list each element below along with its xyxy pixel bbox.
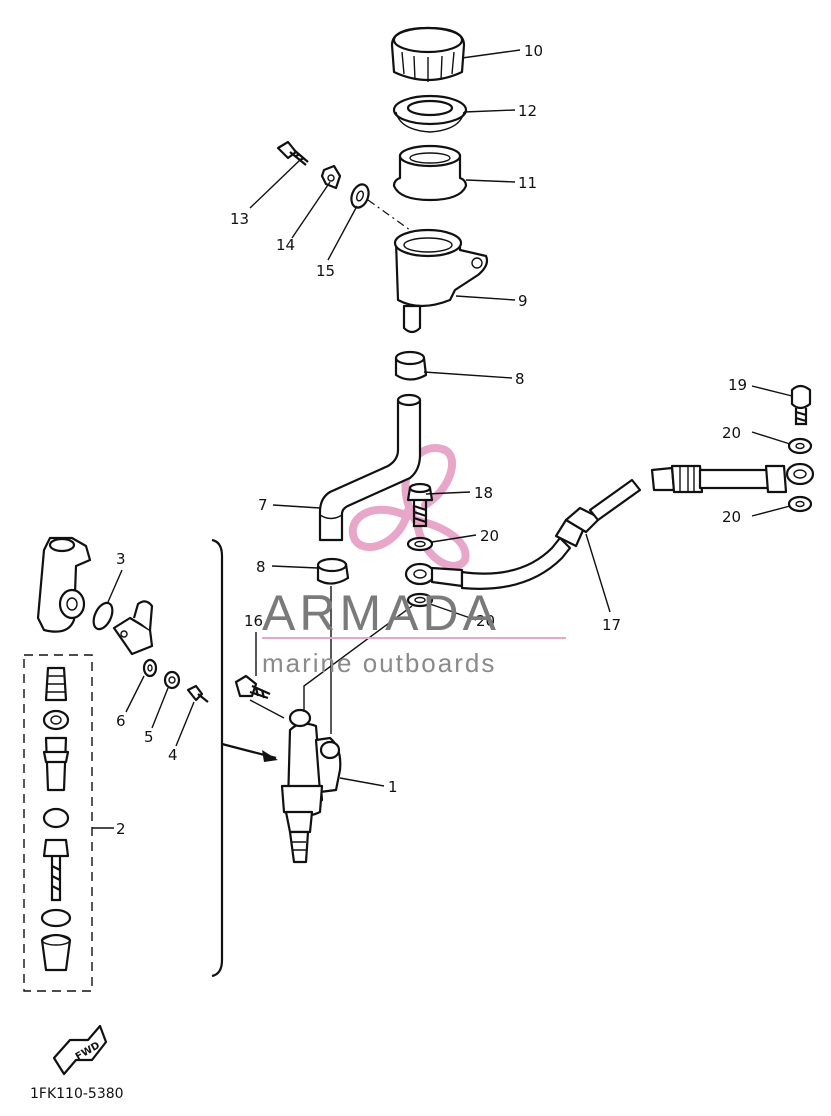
callout-7: 7 [258,496,268,514]
reservoir-cap [390,26,466,82]
callout-numbers: 10 12 11 9 8 13 14 15 7 8 18 20 20 19 20… [116,42,747,838]
callout-12: 12 [518,102,537,120]
callout-13: 13 [230,210,249,228]
copper-washer-right-upper [787,437,813,455]
callout-14: 14 [276,236,295,254]
union-bolt-19 [790,384,812,426]
assembly-arrowhead [262,750,278,762]
callout-4: 4 [168,746,178,764]
callout-8-lower: 8 [256,558,266,576]
nut-14 [320,164,342,190]
brake-hose-end-fitting [650,464,788,494]
screw-13 [276,140,309,166]
bolt-16 [234,674,271,700]
callout-17: 17 [602,616,621,634]
callout-9: 9 [518,292,528,310]
callout-15: 15 [316,262,335,280]
part-code-label: 1FK110-5380 [30,1086,124,1102]
hose-clamp-upper [394,350,428,381]
callout-20-right-lower: 20 [722,508,741,526]
repair-kit-box [23,654,93,992]
callout-20-right-upper: 20 [722,424,741,442]
leader-lines [92,49,793,829]
inlet-fitting [112,600,154,656]
repair-kit-parts [40,666,72,972]
reservoir-hose [318,393,422,542]
master-cylinder [280,708,342,864]
callout-19: 19 [728,376,747,394]
copper-washer-upper [406,536,434,552]
callout-8-upper: 8 [515,370,525,388]
screw-4 [186,684,209,703]
o-ring-3 [92,601,114,631]
callout-2: 2 [116,820,126,838]
copper-washer-lower [406,592,434,608]
callout-10: 10 [524,42,543,60]
copper-washer-right-lower [787,495,813,513]
callout-3: 3 [116,550,126,568]
callout-11: 11 [518,174,537,192]
callout-20-lower: 20 [476,612,495,630]
assembly-line-15-9 [367,199,411,231]
assembly-line-washer-cylinder [303,605,413,712]
washer-5 [163,670,181,690]
callout-18: 18 [474,484,493,502]
washer-6 [142,658,158,678]
callout-16: 16 [244,612,263,630]
callout-20-upper: 20 [480,527,499,545]
cylinder-body-detail [36,536,92,633]
forward-arrow-icon: FWD [52,1024,108,1076]
callout-1: 1 [388,778,398,796]
hose-clamp-lower [316,557,350,585]
watermark-title: ARMADA [262,585,500,641]
washer-15 [350,183,370,209]
reservoir-tank [393,228,489,334]
assembly-line-16 [249,699,285,719]
diaphragm-plate [392,94,468,133]
union-bolt-18 [406,482,434,528]
banjo-fitting [404,562,436,586]
callout-6: 6 [116,712,126,730]
brake-hose [430,478,642,590]
banjo-ring-right [785,462,815,486]
watermark-subtitle: marine outboards [262,648,496,678]
callout-5: 5 [144,728,154,746]
diaphragm [392,144,468,202]
assembly-bracket [211,538,224,978]
